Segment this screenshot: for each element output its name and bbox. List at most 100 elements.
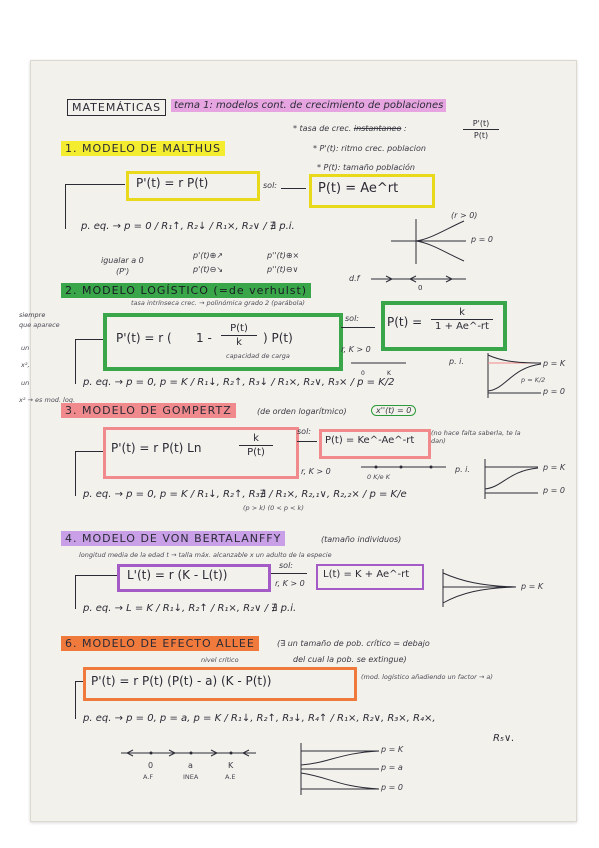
logistico-side-note-5: un bbox=[21, 379, 30, 387]
logistico-eq-lhs: P'(t) = r ( bbox=[116, 331, 172, 345]
malthus-equation: P'(t) = r P(t) bbox=[136, 176, 209, 190]
malthus-graph-r: (r > 0) bbox=[451, 211, 478, 220]
gompertz-graph-p0: p = 0 bbox=[543, 486, 565, 495]
section-title-bertalanffy: 4. MODELO DE VON BERTALANFFY bbox=[61, 531, 286, 546]
gompertz-arrow bbox=[297, 441, 317, 442]
bertalanffy-cond: r, K > 0 bbox=[275, 579, 305, 588]
gompertz-cond: r, K > 0 bbox=[301, 467, 331, 476]
logistico-equation-box bbox=[103, 313, 343, 371]
logistico-equilibrium: p. eq. → p = 0, p = K / R₁↓, R₂↑, R₃↓ / … bbox=[83, 377, 395, 388]
allee-graph-pa: p = a bbox=[381, 763, 403, 772]
allee-axis-a: a bbox=[188, 761, 193, 770]
logistico-bracket-v bbox=[75, 339, 76, 384]
bertalanffy-solution-box bbox=[316, 564, 424, 590]
allee-equation: P'(t) = r P(t) (P(t) - a) (K - P(t)) bbox=[91, 674, 272, 688]
gompertz-sol-label: sol: bbox=[297, 427, 311, 436]
malthus-phase-graph bbox=[391, 219, 466, 264]
malthus-note-p1: p'(t)⊕↗ bbox=[193, 251, 224, 260]
allee-graph-pk: p = K bbox=[381, 745, 404, 754]
malthus-note-igualar: igualar a 0 bbox=[101, 256, 144, 265]
malthus-equilibrium: p. eq. → p = 0 / R₁↑, R₂↓ / R₁×, R₂∨ / ∄… bbox=[81, 221, 295, 232]
allee-equilibrium: p. eq. → p = 0, p = a, p = K / R₁↓, R₂↑,… bbox=[83, 713, 436, 724]
gompertz-equation-box bbox=[103, 427, 299, 479]
allee-axis-note-ae: A.E bbox=[225, 773, 236, 781]
gompertz-axis bbox=[361, 465, 446, 469]
logistico-solution-box bbox=[381, 301, 507, 351]
gompertz-sol-note: (no hace falta saberla, te la dan) bbox=[431, 429, 521, 445]
section-title-logistico: 2. MODELO LOGÍSTICO (=de verhulst) bbox=[61, 283, 312, 298]
allee-axis-k: K bbox=[228, 761, 234, 770]
allee-direction-field bbox=[121, 749, 256, 757]
gompertz-graph-pk: p = K bbox=[543, 463, 566, 472]
bertalanffy-graph-pk: p = K bbox=[521, 582, 544, 591]
allee-desc-1: (∃ un tamaño de pob. crítico = debajo bbox=[277, 639, 430, 648]
logistico-side-note-3: un bbox=[21, 344, 30, 352]
malthus-note-p4: p''(t)⊖∨ bbox=[267, 265, 299, 274]
section-title-allee: 6. MODELO DE EFECTO ALLEE bbox=[61, 636, 259, 651]
logistico-eq-tail: ) P(t) bbox=[263, 331, 293, 345]
malthus-legend-2: * P'(t): ritmo crec. poblacion bbox=[313, 144, 426, 153]
malthus-solution: P(t) = Ae^rt bbox=[318, 181, 399, 196]
gompertz-solution-box bbox=[319, 429, 431, 459]
logistico-eq-frac: P(t)k bbox=[221, 323, 257, 348]
bertalanffy-note: longitud media de la edad t → talla máx.… bbox=[79, 551, 332, 559]
logistico-graph-pk2: p = K/2 bbox=[521, 376, 546, 384]
malthus-legend-frac: P'(t)P(t) bbox=[463, 119, 499, 140]
malthus-bracket-v bbox=[65, 184, 66, 229]
logistico-bracket-h bbox=[75, 339, 103, 340]
subject-label: MATEMÁTICAS bbox=[67, 99, 167, 116]
bertalanffy-arrow bbox=[271, 573, 307, 574]
logistico-side-note-6: x² → es mod. log. bbox=[19, 396, 76, 404]
logistico-side-note-4: x², bbox=[21, 361, 30, 369]
malthus-legend-1: * tasa de crec. instantaneo : bbox=[293, 124, 407, 133]
bertalanffy-subtitle: (tamaño individuos) bbox=[321, 535, 402, 544]
malthus-sol-label: sol: bbox=[263, 181, 277, 190]
gompertz-circled: x''(t) = 0 bbox=[371, 405, 417, 416]
allee-solution-graph bbox=[300, 743, 380, 795]
gompertz-equilibrium: p. eq. → p = 0, p = K / R₁↓, R₂↑, R₃∄ / … bbox=[83, 489, 407, 500]
gompertz-subtitle: (de orden logarítmico) bbox=[257, 407, 347, 416]
bertalanffy-bracket-v bbox=[75, 575, 76, 609]
logistico-pi: p. i. bbox=[449, 357, 464, 366]
logistico-cap-note: capacidad de carga bbox=[226, 352, 290, 360]
allee-equation-box bbox=[83, 667, 357, 701]
bertalanffy-equilibrium: p. eq. → L = K / R₁↓, R₂↑ / R₁×, R₂∨ / ∄… bbox=[83, 603, 297, 614]
logistico-graph-pk: p = K bbox=[543, 359, 566, 368]
gompertz-bracket-v bbox=[75, 451, 76, 496]
malthus-graph-p0: p = 0 bbox=[471, 235, 493, 244]
topic-title: tema 1: modelos cont. de crecimiento de … bbox=[171, 99, 447, 112]
svg-text:K: K bbox=[387, 370, 392, 377]
bertalanffy-equation-box bbox=[117, 564, 271, 592]
malthus-df: d.f bbox=[349, 274, 360, 283]
allee-desc-2: del cual la pob. se extingue) bbox=[293, 655, 407, 664]
section-title-malthus: 1. MODELO DE MALTHUS bbox=[61, 141, 226, 156]
logistico-side-note-2: que aparece bbox=[19, 321, 60, 329]
allee-bracket-h bbox=[75, 681, 83, 682]
allee-equilibrium-2: R₅∨. bbox=[493, 733, 515, 744]
malthus-solution-box bbox=[309, 174, 435, 208]
allee-graph-p0: p = 0 bbox=[381, 783, 403, 792]
allee-crit-note: nivel crítico bbox=[201, 656, 239, 664]
gompertz-solution: P(t) = Ke^-Ae^-rt bbox=[325, 435, 415, 446]
logistico-sol-label: sol: bbox=[345, 314, 359, 323]
logistico-axis: 0 K bbox=[351, 362, 406, 377]
bertalanffy-bracket-h bbox=[75, 575, 117, 576]
logistico-arrow bbox=[341, 327, 375, 328]
gompertz-axis-note: 0 K/e K bbox=[367, 473, 390, 481]
malthus-bracket-h bbox=[65, 184, 125, 185]
logistico-graph-p0: p = 0 bbox=[543, 387, 565, 396]
allee-axis-note-af: A.F bbox=[143, 773, 154, 781]
allee-axis-note-inea: INEA bbox=[183, 773, 199, 781]
malthus-legend-3: * P(t): tamaño población bbox=[317, 163, 415, 172]
notebook-page: MATEMÁTICAS tema 1: modelos cont. de cre… bbox=[19, 60, 577, 822]
svg-text:0: 0 bbox=[418, 284, 422, 292]
malthus-equation-box bbox=[126, 171, 260, 201]
logistico-cond: r, K > 0 bbox=[341, 345, 371, 354]
malthus-note-p3: p''(t)⊕× bbox=[267, 251, 300, 260]
logistico-solution-graph bbox=[487, 353, 542, 398]
gompertz-solution-graph bbox=[484, 459, 539, 499]
bertalanffy-solution: L(t) = K + Ae^-rt bbox=[323, 569, 410, 580]
logistico-eq-one: 1 - bbox=[196, 331, 212, 345]
malthus-note-p2: p'(t)⊖↘ bbox=[193, 265, 224, 274]
logistico-sol-lhs: P(t) = bbox=[387, 315, 423, 329]
